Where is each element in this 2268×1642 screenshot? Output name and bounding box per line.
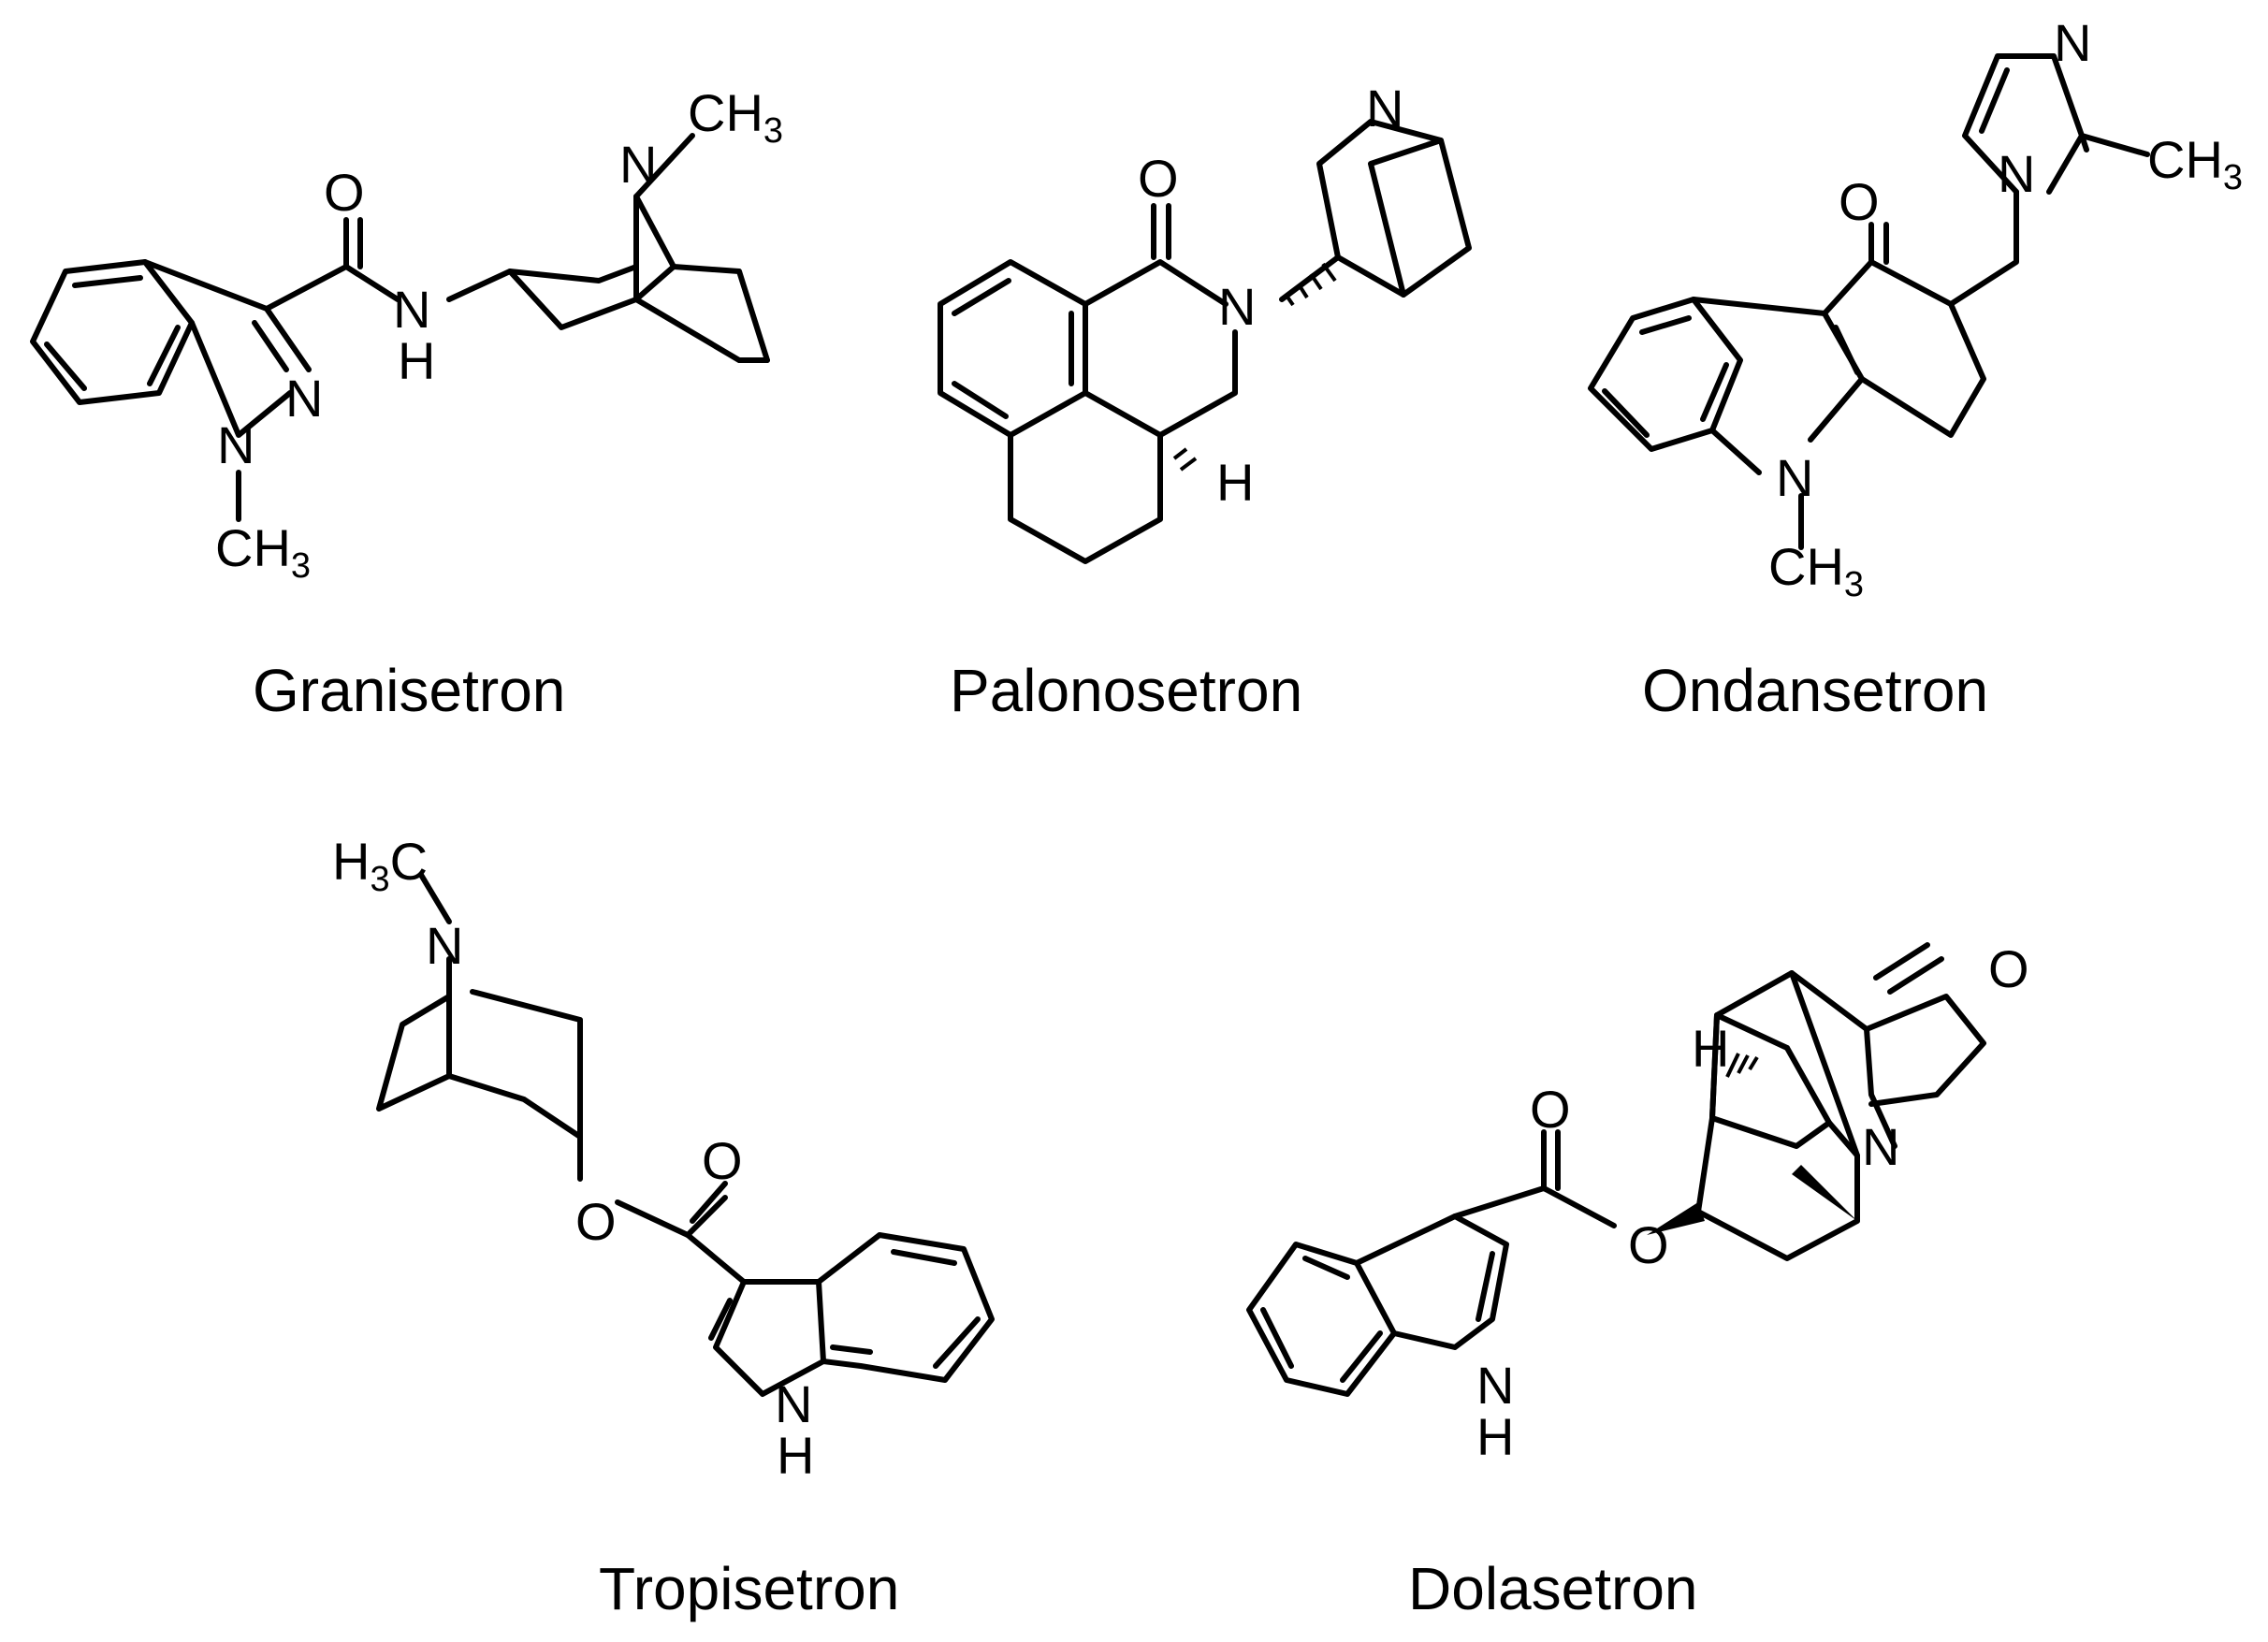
dolasetron-ester-o-label: O xyxy=(1628,1215,1669,1274)
ondansetron-imidazole-methyl-label: CH3 xyxy=(2147,130,2243,197)
granisetron-structure xyxy=(30,133,770,522)
granisetron-o-label: O xyxy=(324,163,365,222)
dolasetron-h-label: H xyxy=(1692,1019,1729,1078)
granisetron-n1-methyl-label: CH3 xyxy=(215,518,311,586)
dolasetron-bridge-n-label: N xyxy=(1862,1117,1899,1176)
dolasetron-carbonyl-o-label: O xyxy=(1530,1080,1571,1139)
granisetron-bridge-methyl-label: CH3 xyxy=(688,83,783,151)
tropisetron-structure xyxy=(376,872,995,1397)
tropisetron-bridge-n-label: N xyxy=(426,916,463,975)
dolasetron-wedges xyxy=(1647,1165,1857,1235)
palonosetron-structure xyxy=(938,119,1472,564)
tropisetron-carbonyl-o-label: O xyxy=(702,1131,743,1190)
granisetron-n1-label: N xyxy=(217,415,254,474)
granisetron-n2-label: N xyxy=(285,369,323,428)
granisetron-bridge-n-label: N xyxy=(619,135,657,194)
ondansetron-indole-n-label: N xyxy=(1776,448,1813,507)
granisetron-name: Granisetron xyxy=(253,657,565,724)
ondansetron-o-label: O xyxy=(1839,172,1880,231)
ondansetron-imidazole-n1-label: N xyxy=(1998,144,2035,203)
tropisetron-nh-h-label: H xyxy=(777,1426,814,1485)
dolasetron-nh-h-label: H xyxy=(1476,1407,1514,1466)
granisetron-nh-n-label: N xyxy=(393,280,430,339)
tropisetron-nh-n-label: N xyxy=(775,1374,812,1433)
dolasetron-hash-bonds xyxy=(1725,1053,1759,1078)
tropisetron-methyl-label: H3C xyxy=(332,832,428,899)
tropisetron-name: Tropisetron xyxy=(599,1555,899,1622)
ondansetron-structure xyxy=(1588,53,2150,550)
palonosetron-quinuclidine-n-label: N xyxy=(1366,79,1403,138)
ondansetron-imidazole-n3-label: N xyxy=(2054,13,2091,72)
palonosetron-o-label: O xyxy=(1138,149,1179,208)
palonosetron-amide-n-label: N xyxy=(1218,277,1256,336)
ondansetron-name: Ondansetron xyxy=(1642,657,1988,724)
palonosetron-name: Palonosetron xyxy=(950,657,1302,724)
tropisetron-ester-o-label: O xyxy=(575,1192,617,1251)
dolasetron-ketone-o-label: O xyxy=(1988,939,2029,998)
ondansetron-n-methyl-label: CH3 xyxy=(1768,537,1864,604)
dolasetron-structure xyxy=(1246,942,1986,1397)
palonosetron-h-label: H xyxy=(1216,453,1254,512)
palonosetron-hash-bonds xyxy=(1172,262,1337,472)
granisetron-nh-h-label: H xyxy=(398,331,435,390)
dolasetron-nh-n-label: N xyxy=(1476,1356,1514,1415)
dolasetron-name: Dolasetron xyxy=(1408,1555,1698,1622)
